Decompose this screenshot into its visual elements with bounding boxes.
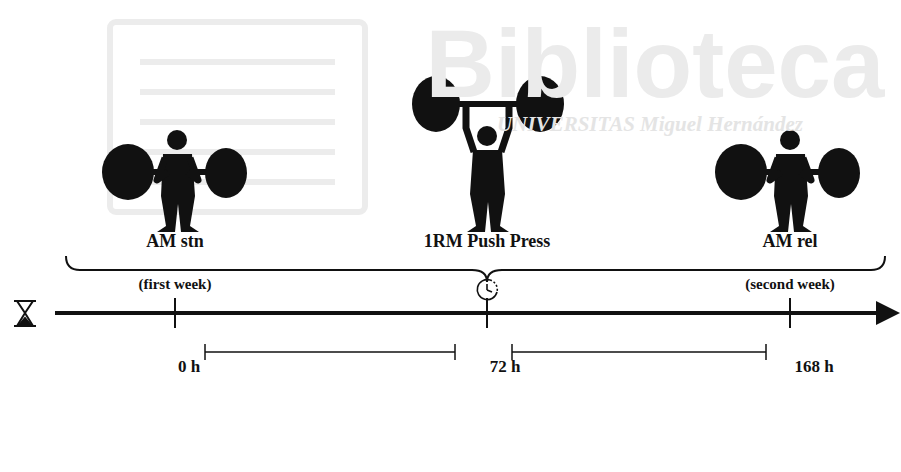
interval-line <box>205 351 455 353</box>
interval-end <box>204 344 206 360</box>
clock-face-dashed <box>490 280 497 292</box>
hourglass-sand <box>20 318 30 324</box>
phase-label: 1RM Push Press <box>424 232 551 250</box>
week-label: (first week) <box>139 277 212 292</box>
weight-plate <box>102 144 154 200</box>
week-label: (second week) <box>745 277 835 292</box>
clock-hand <box>486 284 488 290</box>
time-label: 168 h <box>794 358 833 375</box>
phase-label: AM stn <box>146 232 204 250</box>
timeline-axis <box>55 311 878 315</box>
athlete-body <box>157 154 199 232</box>
athlete-arms <box>157 158 198 180</box>
athlete-head <box>477 126 497 146</box>
weight-plate <box>715 144 767 200</box>
interval-end <box>765 344 767 360</box>
athlete-arms <box>770 158 811 180</box>
clock-hand <box>487 290 492 292</box>
time-label: 72 h <box>490 358 521 375</box>
interval-bracket <box>205 344 766 360</box>
timeline-tick <box>174 298 176 328</box>
phase-label: AM rel <box>762 232 817 250</box>
interval-line <box>512 351 766 353</box>
hourglass-body <box>17 301 33 326</box>
clock-face <box>477 280 497 300</box>
clock-icon <box>477 280 497 300</box>
watermark-line <box>140 59 335 65</box>
weight-plate <box>205 148 247 198</box>
hourglass-icon <box>14 301 36 326</box>
athlete-head <box>167 130 187 150</box>
timeline-tick <box>789 298 791 328</box>
timeline-arrowhead <box>876 301 900 325</box>
watermark-text: Biblioteca <box>426 16 885 112</box>
interval-end <box>454 344 456 360</box>
weight-plate <box>818 148 860 198</box>
watermark-text: UNIVERSITAS Miguel Hernández <box>497 114 803 135</box>
time-label: 0 h <box>178 358 200 375</box>
athlete-body <box>770 154 812 232</box>
watermark-line <box>140 89 335 95</box>
timeline-tick <box>486 298 488 328</box>
athlete-body <box>467 150 509 232</box>
athlete-silhouette <box>102 130 247 232</box>
athlete-silhouette <box>715 130 860 232</box>
watermark-line <box>140 119 335 125</box>
